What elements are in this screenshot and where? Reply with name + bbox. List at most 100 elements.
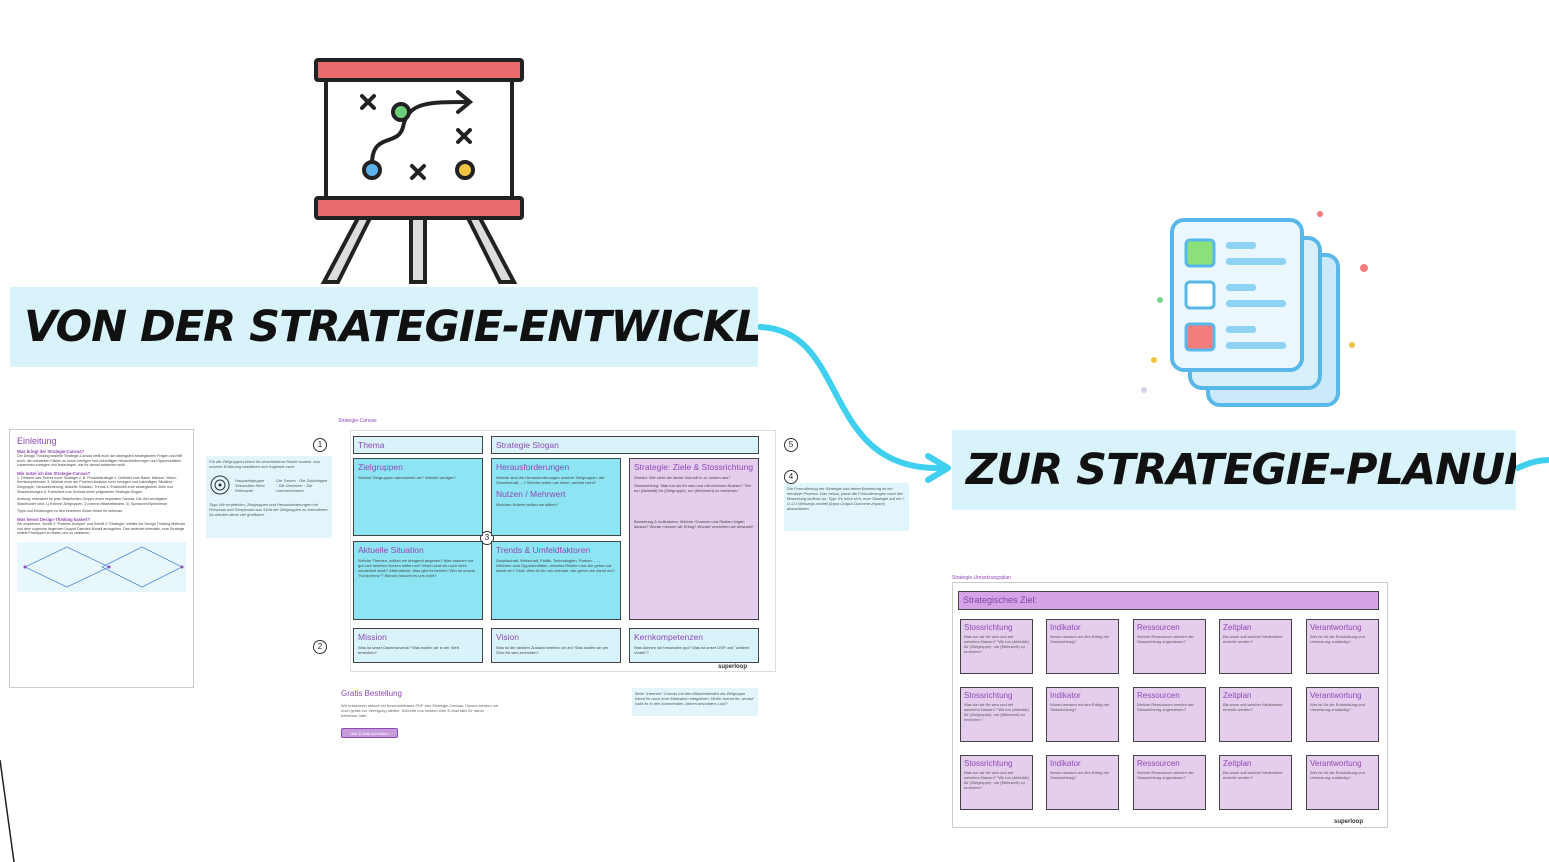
plan-cell-title: Indikator	[1050, 691, 1081, 700]
plan-cell-title: Indikator	[1050, 623, 1081, 632]
marker-2: 2	[313, 640, 327, 654]
intro-paragraph: Wir empfehlen, Schritt 3 "Problem Analys…	[17, 521, 186, 536]
plan-cell-desc: Was tun wir für wen und mit welchem Nutz…	[964, 770, 1029, 790]
plan-goal-field[interactable]: Strategisches Ziel:	[958, 591, 1379, 610]
canvas-box-trends[interactable]: Trends & Umfeldfaktoren Gesellschaft, Wi…	[491, 541, 621, 620]
plan-cell-desc: Wer ist für die Entwicklung und Umsetzun…	[1310, 702, 1365, 712]
marker-1: 1	[313, 438, 327, 452]
box-desc: Bewertung & Indikatoren: Welche Chancen …	[634, 519, 754, 529]
plan-label: Strategie-Umsetzungsplan	[952, 575, 1011, 581]
canvas-box-thema[interactable]: Thema	[353, 436, 483, 454]
plan-cell-desc: Welche Ressourcen werden der Stossrichtu…	[1137, 634, 1194, 644]
plan-cell-title: Verantwortung	[1310, 691, 1362, 700]
plan-cell-title: Ressourcen	[1137, 691, 1180, 700]
marker-3: 3	[480, 531, 494, 545]
plan-cell-desc: Wer ist für die Entwicklung und Umsetzun…	[1310, 634, 1365, 644]
canvas-box-herausforderungen[interactable]: Herausforderungen Welche sind die Heraus…	[491, 458, 621, 536]
double-diamond-diagram	[17, 541, 186, 592]
box-desc: Stossrichtung: Was tun wir für wen und m…	[634, 483, 752, 493]
headline-strategy-planning: Zur Strategie-Planung ...	[952, 430, 1516, 510]
box-desc: Was können wir besonders gut? Was ist un…	[634, 645, 750, 655]
box-title: Herausforderungen	[496, 462, 570, 472]
box-title: Strategie Slogan	[496, 440, 559, 450]
note-text: Die Treuen · Die Zukünftigen · Die Gewin…	[276, 477, 328, 493]
checklist-illustration	[1141, 211, 1368, 407]
box-desc: Gesellschaft, Wirtschaft, Politik, Techn…	[496, 558, 615, 573]
intro-question: Wie nutze ich den Strategie-Canvas?	[17, 470, 91, 476]
intro-paragraph: Achtung: entwickelt für jede Stakeholder…	[17, 497, 168, 506]
strategy-canvas-frame	[350, 430, 776, 672]
box-title: Strategie: Ziele & Stossrichtung	[634, 462, 754, 472]
plan-cell-desc: Bis wann soll welcher Meilenstein erreic…	[1223, 634, 1283, 644]
intro-paragraph: Tipps und Erklärungen zu den einzelnen B…	[17, 509, 124, 514]
box-title: Aktuelle Situation	[358, 545, 424, 555]
plan-cell-title: Verantwortung	[1310, 759, 1362, 768]
plan-cell-desc: Woran messen wir den Erfolg der Stossric…	[1050, 634, 1110, 644]
plan-cell-title: Zeitplan	[1223, 691, 1252, 700]
plan-cell-desc: Welche Ressourcen werden der Stossrichtu…	[1137, 770, 1194, 780]
box-title: Mission	[358, 632, 387, 642]
plan-cell-desc: Bis wann soll welcher Meilenstein erreic…	[1223, 770, 1283, 780]
box-title: Kernkompetenzen	[634, 632, 703, 642]
canvas-box-kernkompetenzen[interactable]: Kernkompetenzen Was können wir besonders…	[629, 628, 759, 663]
note-text: Hauptzielgruppe Sekundäre Nicht Relevant…	[235, 477, 265, 493]
plan-brand-logo: superloop	[1334, 819, 1364, 825]
plan-cell-title: Stossrichtung	[964, 623, 1013, 632]
intro-question: Was bringt der Strategie-Canvas?	[17, 449, 85, 454]
plan-cell-desc: Was tun wir für wen und mit welchem Nutz…	[964, 702, 1029, 722]
intro-question: Was heisst Design-Thinking basiert?	[17, 516, 91, 522]
box-desc: Welche Themen, sollten wir dringend ange…	[358, 558, 476, 578]
strategy-board-illustration	[314, 58, 524, 284]
canvas-box-vision[interactable]: Vision Was ist der idealen Zustand streb…	[491, 628, 621, 663]
box-title: Trends & Umfeldfaktoren	[496, 545, 591, 555]
canvas-box-mission[interactable]: Mission Was ist unser Daseinszweck? Was …	[353, 628, 483, 663]
plan-cell-desc: Woran messen wir den Erfolg der Stossric…	[1050, 702, 1110, 712]
canvas-box-slogan[interactable]: Strategie Slogan	[491, 436, 759, 454]
marker-5: 5	[784, 438, 798, 452]
plan-cell-desc: Bis wann soll welcher Meilenstein erreic…	[1223, 702, 1283, 712]
plan-cell-desc: Was tun wir für wen und mit welchem Nutz…	[964, 634, 1029, 654]
note-text: Tipp: Wir empfehlen, Zielgruppen und Her…	[209, 502, 329, 517]
order-email-button[interactable]: Hier E-Mail schreiben	[341, 728, 398, 738]
canvas-label: Strategie-Canvas	[338, 418, 377, 424]
plan-cell-title: Stossrichtung	[964, 691, 1013, 700]
intro-title: Einleitung	[17, 436, 57, 446]
order-title: Gratis Bestellung	[341, 689, 402, 698]
canvas-box-situation[interactable]: Aktuelle Situation Welche Themen, sollte…	[353, 541, 483, 620]
box-desc: Welche Zielgruppen adressieren wir? Welc…	[358, 475, 456, 480]
note-formulation: Die Formulierung der Strategie und deren…	[784, 483, 909, 531]
box-title: Zielgruppen	[358, 462, 403, 472]
canvas-box-strategie[interactable]: Strategie: Ziele & Stossrichtung Zielbil…	[629, 458, 759, 620]
plan-cell-desc: Wer ist für die Entwicklung und Umsetzun…	[1310, 770, 1365, 780]
box-desc: Was ist unser Daseinszweck? Was wollen w…	[358, 645, 459, 655]
plan-cell-title: Zeitplan	[1223, 759, 1252, 768]
box-desc: Was ist der idealen Zustand streben wir …	[496, 645, 609, 655]
box-title: Nutzen / Mehrwert	[496, 489, 566, 499]
plan-cell-title: Zeitplan	[1223, 623, 1252, 632]
box-desc: Zielbild: Wie sieht die ideale Zukunft i…	[634, 475, 731, 480]
intro-paragraph: Der Design Thinking basierte Strategie-C…	[17, 454, 183, 468]
note-target-groups: Für die Zielgruppen könnt ihr verschiede…	[206, 456, 332, 538]
marker-4: 4	[784, 470, 798, 484]
box-desc: Welchen Nutzen wollen wir stiften?	[496, 502, 558, 507]
intro-document[interactable]: Einleitung Was bringt der Strategie-Canv…	[9, 429, 194, 688]
canvas-box-zielgruppen[interactable]: Zielgruppen Welche Zielgruppen adressier…	[353, 458, 483, 536]
plan-cell-desc: Woran messen wir den Erfolg der Stossric…	[1050, 770, 1110, 780]
note-text: Für die Zielgruppen könnt ihr verschiede…	[209, 459, 321, 469]
headline-strategy-development: Von der Strategie-Entwicklung ...	[10, 287, 758, 367]
